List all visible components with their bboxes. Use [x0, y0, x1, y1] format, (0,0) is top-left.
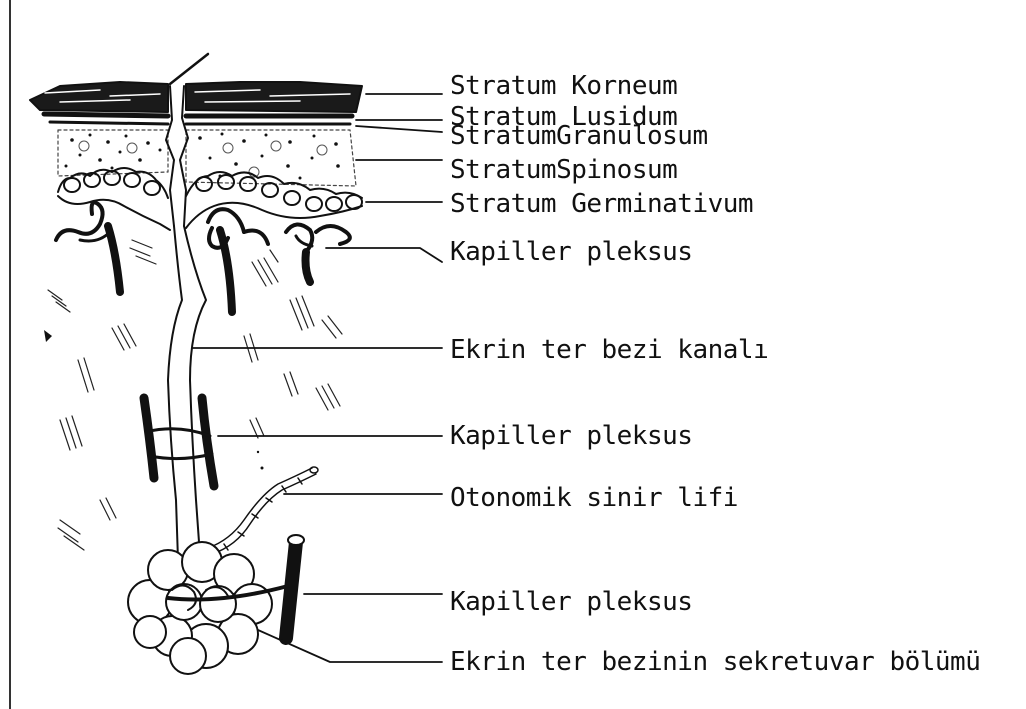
stratum-korneum-layer	[30, 54, 362, 112]
label-otonomik-sinir-lifi: Otonomik sinir lifi	[450, 484, 738, 512]
dermis-hatching	[48, 240, 342, 550]
middle-capillary-plexus	[144, 398, 214, 486]
label-kapiller-pleksus-upper: Kapiller pleksus	[450, 238, 692, 266]
label-sekretuvar-bolumu: Ekrin ter bezinin sekretuvar bölümü	[450, 648, 980, 676]
label-stratum-korneum: Stratum Korneum	[450, 72, 677, 100]
label-stratum-spinosum: StratumSpinosum	[450, 156, 677, 184]
label-stratum-granulosum: StratumGranulosum	[450, 122, 708, 150]
label-kapiller-pleksus-lower: Kapiller pleksus	[450, 588, 692, 616]
secretory-coil	[128, 542, 272, 674]
label-ekrin-ter-bezi-kanali: Ekrin ter bezi kanalı	[450, 336, 768, 364]
label-stratum-germinativum: Stratum Germinativum	[450, 190, 753, 218]
label-kapiller-pleksus-middle: Kapiller pleksus	[450, 422, 692, 450]
stratum-lusidum-layer	[44, 114, 352, 124]
